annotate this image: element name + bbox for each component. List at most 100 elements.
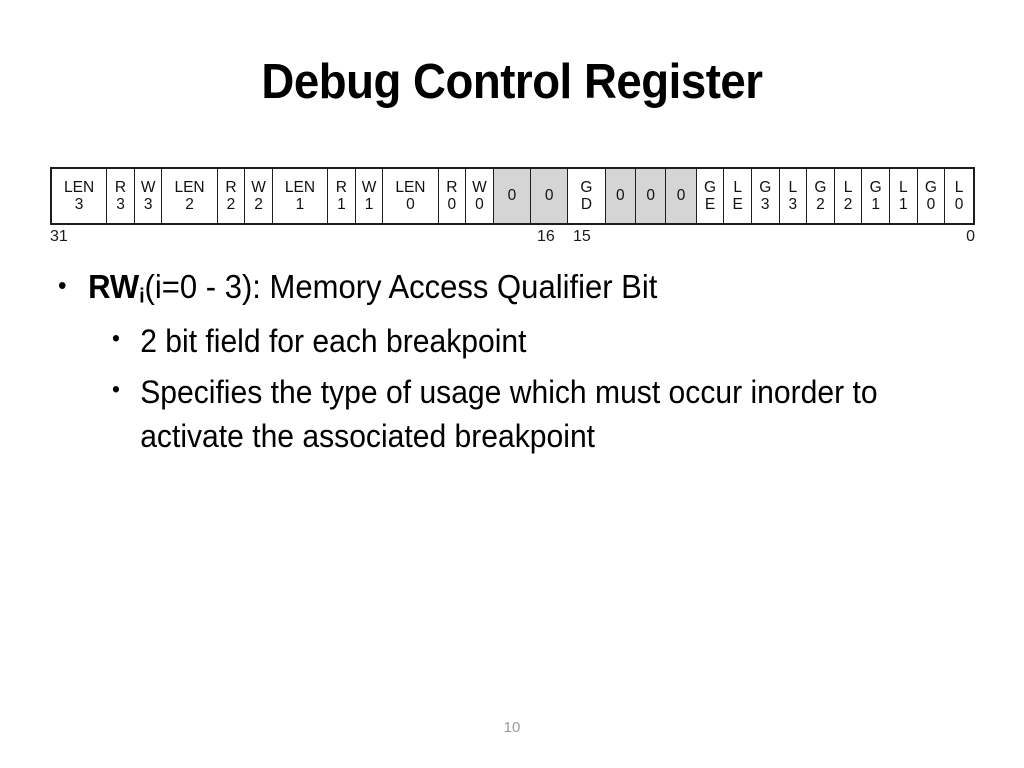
page-title: Debug Control Register	[261, 55, 763, 109]
bit-cell-line1: L	[788, 178, 798, 196]
bit-index-0: 0	[966, 228, 975, 245]
bit-cell-0-16: 0	[635, 169, 667, 223]
bullet-marker-icon: •	[112, 376, 120, 404]
bit-cell-line1: G	[814, 178, 827, 196]
bit-cell-line1: LEN	[395, 178, 426, 196]
bit-cell-line2: D	[580, 196, 593, 213]
bit-cell-line1: G	[869, 178, 882, 196]
bit-cell-line1: 0	[646, 187, 655, 205]
bullet-level2-text: Specifies the type of usage which must o…	[140, 374, 878, 454]
bullet-level2-list: • 2 bit field for each breakpoint • Specifi…	[112, 320, 978, 459]
bullet-level1: • RWi(i=0 - 3): Memory Access Qualifier …	[58, 266, 923, 310]
bit-cell-line1: G	[924, 178, 937, 196]
bullet-level2-item: • Specifies the type of usage which must …	[112, 371, 926, 458]
bit-cell-line2: 0	[406, 196, 415, 213]
bit-cell-line1: L	[898, 178, 908, 196]
bit-cell-line1: W	[251, 178, 266, 196]
bullet-level2-text: 2 bit field for each breakpoint	[140, 322, 527, 359]
bullet-marker-icon: •	[58, 270, 67, 300]
bit-cell-line2: 1	[364, 196, 374, 213]
bit-cell-line2: 0	[926, 196, 936, 213]
bit-cell-line2: 1	[337, 196, 346, 213]
bullet-level1-bold-prefix: RW	[88, 268, 140, 305]
bit-cell-line1: W	[361, 178, 377, 196]
bit-cell-line2: 1	[898, 196, 908, 213]
bit-cell-line2: 3	[760, 196, 770, 213]
bit-cell-line1: LEN	[64, 178, 95, 196]
bit-cell-line1: G	[703, 178, 717, 196]
bullet-marker-icon: •	[112, 324, 120, 352]
bit-cell-line2: 1	[295, 196, 305, 213]
bit-index-31: 31	[50, 228, 68, 245]
bit-cell-line1: L	[733, 178, 742, 196]
bullet-level1-text: RWi(i=0 - 3): Memory Access Qualifier Bi…	[88, 266, 923, 310]
bit-cell-line1: 0	[507, 187, 517, 205]
bullet-level1-subscript: i	[139, 284, 145, 308]
bit-cell-line2: 3	[74, 196, 84, 213]
bit-cell-line1: R	[114, 178, 127, 196]
bit-cell-line1: R	[225, 178, 237, 196]
bit-cell-line2: 0	[475, 196, 484, 213]
bullet-level2-item: • 2 bit field for each breakpoint	[112, 320, 926, 364]
bit-cell-line2: E	[704, 196, 716, 213]
bit-cell-line2: 2	[226, 196, 236, 213]
bit-cell-line1: W	[140, 178, 156, 196]
bit-cell-line1: 0	[544, 187, 554, 205]
bit-cell-line1: W	[472, 178, 487, 196]
bit-cell-line1: R	[335, 178, 347, 196]
bit-index-15: 15	[573, 228, 591, 245]
bit-cell-line1: G	[759, 178, 772, 196]
register-bit-index-ruler: 31 16 15 0	[50, 228, 975, 254]
bit-index-16: 16	[537, 228, 555, 245]
bit-cell-0-15: 0	[605, 169, 636, 223]
bit-cell-line2: 0	[954, 196, 964, 213]
bit-cell-line1: L	[843, 178, 853, 196]
bit-cell-line1: LEN	[284, 178, 316, 196]
bit-cell-line2: 2	[185, 196, 194, 213]
bullet-level1-rest: (i=0 - 3): Memory Access Qualifier Bit	[144, 268, 658, 305]
bullet-list: • RWi(i=0 - 3): Memory Access Qualifier …	[58, 266, 978, 466]
bit-cell-line1: G	[580, 178, 593, 196]
bit-cell-line2: 3	[143, 196, 153, 213]
bit-cell-line2: E	[732, 196, 743, 213]
bit-cell-line2: 2	[816, 196, 825, 213]
bit-cell-line1: 0	[615, 187, 625, 205]
bit-cell-line2: 1	[871, 196, 880, 213]
bit-cell-line2: 0	[447, 196, 457, 213]
bit-cell-line2: 3	[788, 196, 798, 213]
bit-cell-line2: 2	[843, 196, 853, 213]
bit-cell-line1: LEN	[174, 178, 205, 196]
bit-cell-line2: 3	[116, 196, 125, 213]
bit-cell-line1: L	[954, 178, 964, 196]
bit-cell-line1: R	[446, 178, 458, 196]
bit-cell-0-17: 0	[666, 169, 697, 223]
bit-cell-0-12: 0	[493, 169, 532, 223]
bit-cell-0-13: 0	[531, 169, 569, 223]
bit-cell-line2: 2	[254, 196, 263, 213]
